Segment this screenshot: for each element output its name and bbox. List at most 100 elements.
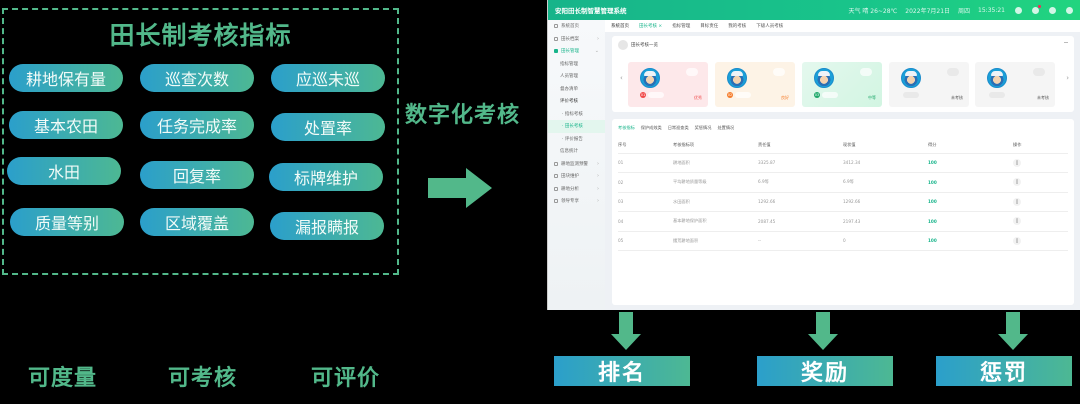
assessment-detail-panel: 考核指标 保护成效类 日常巡查类 奖惩情况 处置情况 序号 考核指标项 责任值 … <box>612 119 1074 305</box>
sidebar-item-leader[interactable]: 领导专享› <box>548 195 605 208</box>
indicator-pill: 任务完成率 <box>140 111 254 139</box>
cell-no: 03 <box>618 192 673 212</box>
col-item: 考核指标项 <box>673 137 758 154</box>
ranking-panel: 田长考核一览 ‹ 01 优秀 02 良好 03 中等 未考 <box>612 36 1074 112</box>
cell-no: 05 <box>618 231 673 251</box>
col-score: 得分 <box>928 137 1013 154</box>
card-name <box>822 92 838 98</box>
table-header: 序号 考核指标项 责任值 现状值 得分 操作 <box>618 137 1068 154</box>
indicator-pill: 基本农田 <box>9 111 123 139</box>
avatar <box>987 68 1007 88</box>
delete-icon[interactable]: ▯ <box>1013 158 1021 167</box>
ranking-card[interactable]: 02 良好 <box>715 62 795 107</box>
cell-action: ▯ <box>1013 192 1068 212</box>
analysis-icon <box>554 186 558 191</box>
card-name <box>735 92 751 98</box>
indicator-pill: 回复率 <box>140 161 254 189</box>
sidebar-item-indicator[interactable]: 指标管理 <box>560 61 578 67</box>
chevron-right-icon[interactable]: › <box>1066 74 1069 82</box>
card-value <box>1033 68 1045 76</box>
sidebar-item-home[interactable]: 系统首页 <box>548 20 605 33</box>
cell-actual: 3412.34 <box>843 153 928 173</box>
phone-icon[interactable] <box>1015 6 1022 14</box>
ranking-card[interactable]: 未考核 <box>889 62 969 107</box>
chevron-right-icon: › <box>597 185 599 192</box>
chevron-left-icon[interactable]: ‹ <box>620 74 623 82</box>
subtab-indicators[interactable]: 考核指标 <box>618 125 635 130</box>
sidebar-item-field-maintenance[interactable]: 田块维护› <box>548 170 605 183</box>
sidebar-item-management[interactable]: 田长管理⌄ <box>548 45 605 58</box>
delete-icon[interactable]: ▯ <box>1013 197 1021 206</box>
cell-item: 基本耕地保护面积 <box>673 211 758 232</box>
delete-icon[interactable]: ▯ <box>1013 178 1021 187</box>
avatar <box>618 40 628 50</box>
card-name <box>989 92 1005 98</box>
grade-label: 优秀 <box>694 95 702 100</box>
sidebar-item-statistics[interactable]: 信息统计 <box>560 149 578 155</box>
sidebar-item-supervision[interactable]: 督办清单 <box>560 86 578 92</box>
cell-action: ▯ <box>1013 211 1068 232</box>
subtab-reward[interactable]: 奖惩情况 <box>694 125 712 130</box>
collapse-icon[interactable] <box>1064 42 1068 43</box>
cell-target: 2087.45 <box>758 211 843 232</box>
sidebar-item-field-chief-assessment[interactable]: · 田长考核 <box>548 120 605 133</box>
cell-target: 6.9等 <box>758 172 843 193</box>
chevron-right-icon: › <box>597 173 599 180</box>
grade-label: 中等 <box>868 95 876 100</box>
ranking-panel-title: 田长考核一览 <box>618 40 658 50</box>
subtab-patrol[interactable]: 日常巡查类 <box>667 125 689 130</box>
indicator-pill: 巡查次数 <box>140 64 254 92</box>
col-no: 序号 <box>618 137 673 154</box>
avatar <box>727 68 747 88</box>
sidebar-item-evaluation-report[interactable]: · 评价报告 <box>562 136 583 142</box>
assessment-table: 序号 考核指标项 责任值 现状值 得分 操作 01 耕地面积 3325.87 3… <box>618 137 1068 251</box>
tab-home[interactable]: 系统首页 <box>611 24 629 29</box>
notification-icon[interactable] <box>1032 4 1041 14</box>
tab-target[interactable]: 目标责任 <box>700 24 719 29</box>
app-title: 安阳田长制智慧管理系统 <box>555 7 627 15</box>
card-value <box>686 68 698 76</box>
card-value <box>947 68 959 76</box>
quality-evaluable: 可评价 <box>311 366 381 391</box>
cell-target: 1292.66 <box>758 192 843 212</box>
tab-indicator[interactable]: 指标管理 <box>672 24 691 29</box>
tab-my-assessment[interactable]: 我的考核 <box>728 24 747 29</box>
ranking-card[interactable]: 未考核 <box>975 62 1055 107</box>
sidebar-item-monitoring[interactable]: 耕地监测预警› <box>548 158 605 171</box>
cell-no: 04 <box>618 211 673 232</box>
monitor-icon <box>554 161 558 166</box>
tab-field-chief-assessment[interactable]: 田长考核 × <box>639 24 663 29</box>
ranking-card[interactable]: 01 优秀 <box>628 62 708 107</box>
sidebar: 系统首页 田长档案› 田长管理⌄ 指标管理 人员管理 督办清单 评价考核 · 指… <box>548 20 605 310</box>
tab-subordinate-assessment[interactable]: 下级人员考核 <box>756 24 784 29</box>
cell-item: 耕地面积 <box>673 153 758 173</box>
cell-target: -- <box>758 231 843 251</box>
power-icon[interactable] <box>1066 6 1073 14</box>
detail-sub-tabs: 考核指标 保护成效类 日常巡查类 奖惩情况 处置情况 <box>618 125 740 131</box>
settings-icon[interactable] <box>1049 6 1056 14</box>
chevron-right-icon: › <box>597 198 599 205</box>
weekday-text: 周四 <box>958 7 971 15</box>
sidebar-item-analysis[interactable]: 耕地分析› <box>548 183 605 196</box>
down-arrow-icon <box>998 312 1028 350</box>
indicator-pill: 处置率 <box>271 113 385 141</box>
cell-item: 平均耕地质量等级 <box>673 172 758 193</box>
subtab-protection[interactable]: 保护成效类 <box>640 125 662 130</box>
subtab-disposal[interactable]: 处置情况 <box>717 125 735 130</box>
cell-score: 100 <box>928 192 1013 212</box>
sidebar-item-personnel[interactable]: 人员管理 <box>560 74 578 80</box>
delete-icon[interactable]: ▯ <box>1013 236 1021 245</box>
ranking-card[interactable]: 03 中等 <box>802 62 882 107</box>
cell-item: 水田面积 <box>673 192 758 212</box>
sidebar-item-evaluation[interactable]: 评价考核 <box>560 99 578 105</box>
col-action: 操作 <box>1013 137 1068 154</box>
delete-icon[interactable]: ▯ <box>1013 217 1021 226</box>
indicator-pill: 标牌维护 <box>269 163 383 191</box>
cell-action: ▯ <box>1013 153 1068 173</box>
sidebar-item-archive[interactable]: 田长档案› <box>548 33 605 46</box>
card-value <box>860 68 872 76</box>
cell-action: ▯ <box>1013 172 1068 193</box>
cell-target: 3325.87 <box>758 153 843 173</box>
avatar <box>901 68 921 88</box>
sidebar-item-indicator-assessment[interactable]: · 指标考核 <box>562 111 583 117</box>
